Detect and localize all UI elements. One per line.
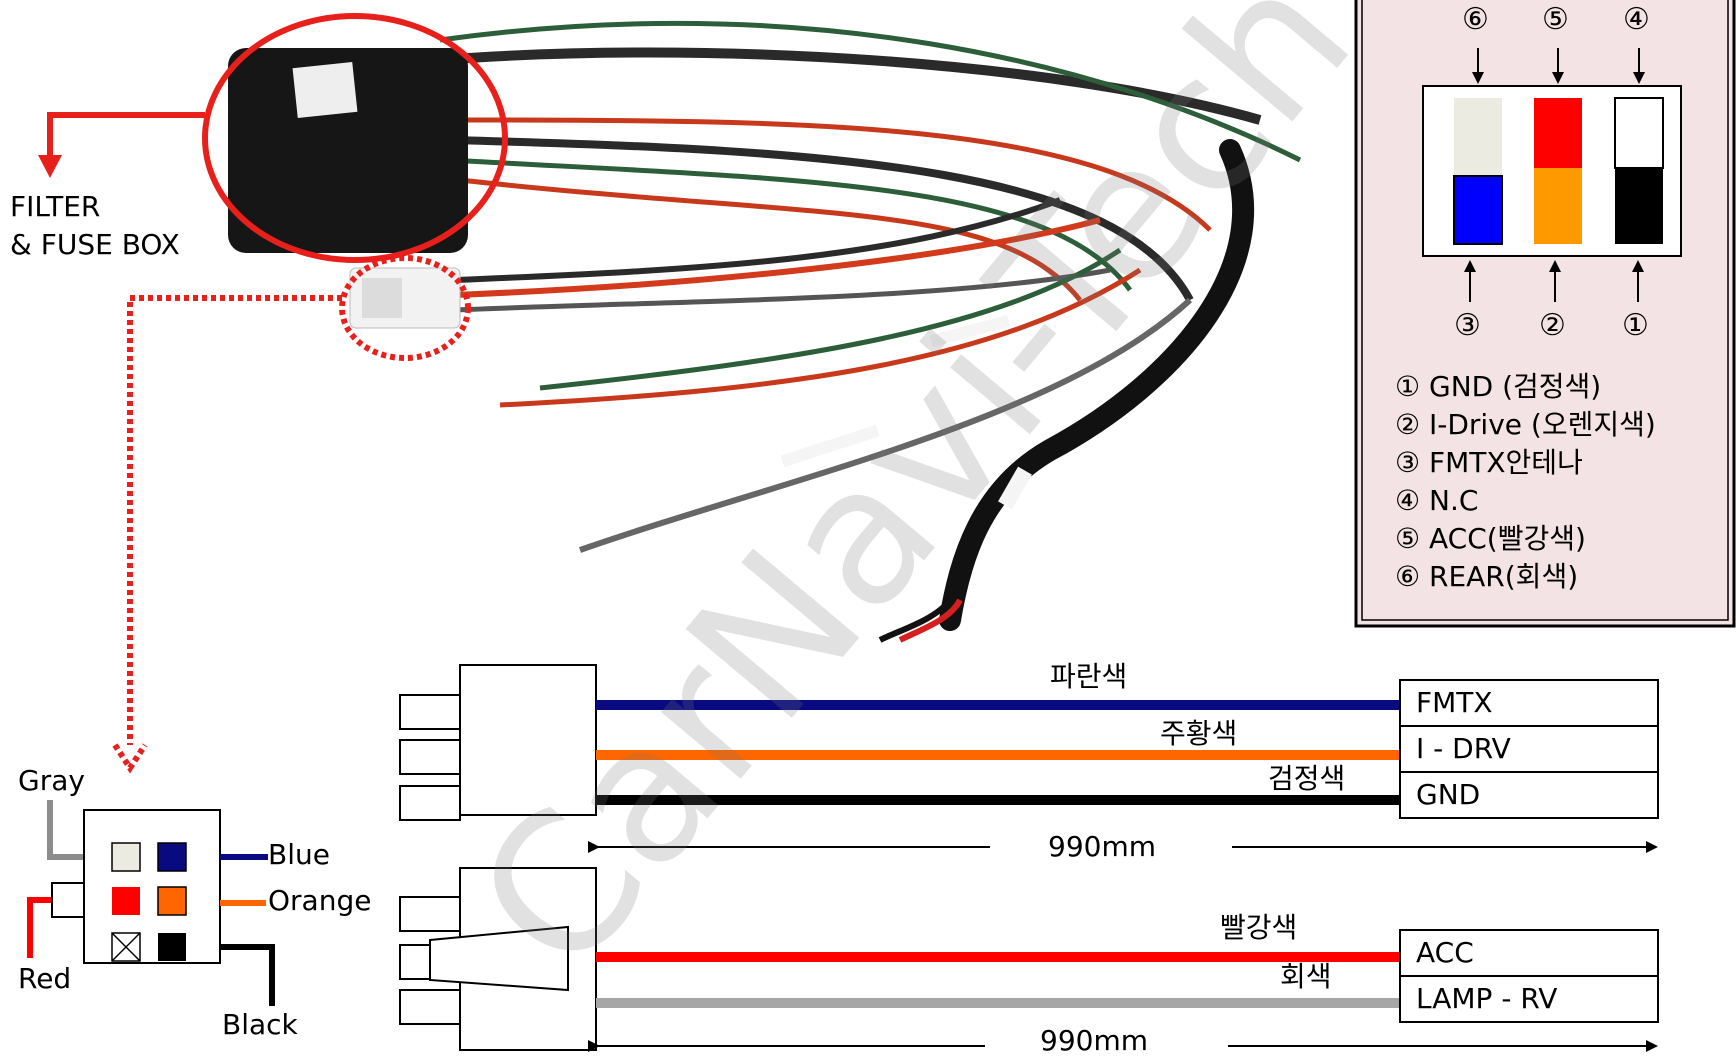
connector-panel <box>1354 0 1736 628</box>
connector-leader <box>127 295 342 745</box>
pin-number-6: ⑥ <box>1462 2 1489 37</box>
filter-box-arrow <box>47 112 205 160</box>
filter-box-label-line2: & FUSE BOX <box>10 228 180 261</box>
pinout-diagram <box>27 800 275 1006</box>
filter-box-label: FILTER & FUSE BOX <box>10 188 180 264</box>
pin-number-3: ③ <box>1454 308 1481 343</box>
pin-number-2: ② <box>1539 308 1566 343</box>
harness-top-diagram <box>399 664 1659 853</box>
filter-box-label-line1: FILTER <box>10 190 101 223</box>
pinout-black-label: Black <box>222 1008 298 1041</box>
connector-highlight <box>339 255 471 361</box>
pin-legend-item: ⑥ REAR(회색) <box>1395 560 1579 593</box>
wire-orange-label: 주황색 <box>1160 717 1238 750</box>
terminal-fmtx: FMTX <box>1416 686 1493 719</box>
filter-box-highlight <box>202 13 508 263</box>
terminal-lamp-rv: LAMP - RV <box>1416 982 1558 1015</box>
pin-number-1: ① <box>1622 308 1649 343</box>
wire-gray-label: 회색 <box>1280 960 1332 993</box>
pin-legend: ① GND (검정색) ② I-Drive (오렌지색) ③ FMTX안테나 ④… <box>1395 368 1656 596</box>
pin-legend-item: ⑤ ACC(빨강색) <box>1395 522 1586 555</box>
length-top: 990mm <box>1048 830 1156 863</box>
pinout-blue-label: Blue <box>268 838 330 871</box>
wire-blue-label: 파란색 <box>1050 660 1128 693</box>
pin-number-5: ⑤ <box>1542 2 1569 37</box>
pinout-gray-label: Gray <box>18 764 85 797</box>
pin-number-4: ④ <box>1623 2 1650 37</box>
wire-red-label: 빨강색 <box>1220 911 1298 944</box>
terminal-idrv: I - DRV <box>1416 732 1511 765</box>
harness-photo <box>228 20 1302 643</box>
terminal-gnd: GND <box>1416 778 1481 811</box>
pinout-orange-label: Orange <box>268 884 372 917</box>
pin-legend-item: ① GND (검정색) <box>1395 370 1602 403</box>
pin-legend-item: ③ FMTX안테나 <box>1395 446 1583 479</box>
pin-legend-item: ④ N.C <box>1395 484 1479 517</box>
pinout-red-label: Red <box>18 962 72 995</box>
length-bottom: 990mm <box>1040 1024 1148 1057</box>
pin-legend-item: ② I-Drive (오렌지색) <box>1395 408 1656 441</box>
harness-bottom-diagram <box>399 867 1659 1052</box>
terminal-acc: ACC <box>1416 936 1474 969</box>
wire-black-label: 검정색 <box>1268 762 1346 795</box>
